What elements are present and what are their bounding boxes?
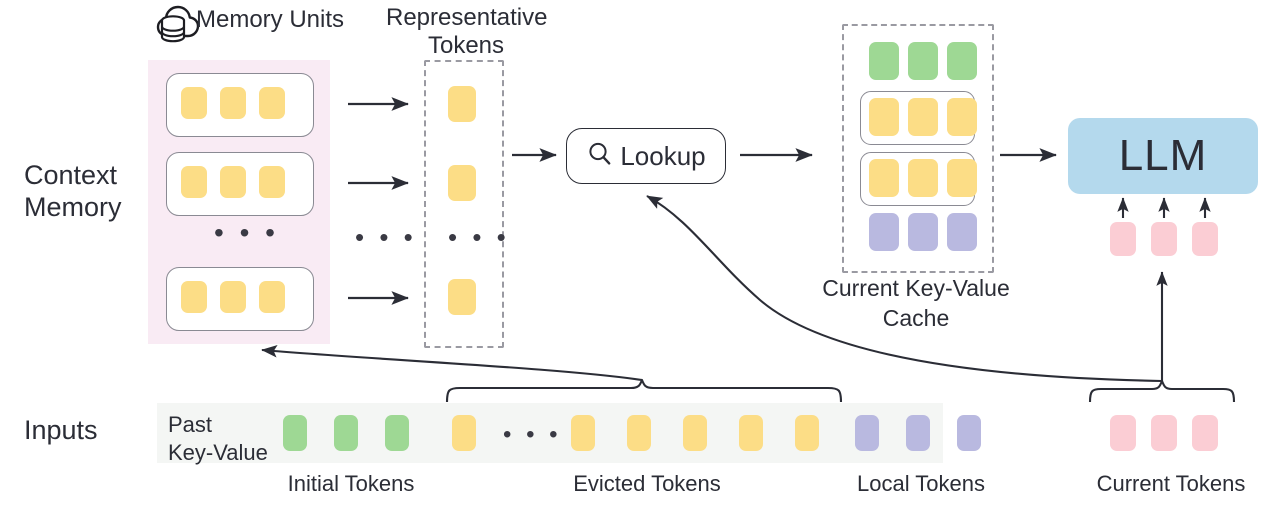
memory-token [181,87,207,119]
input-token-evicted [683,415,707,451]
kv-cache-row-local [869,213,977,251]
current-tokens-brace [1088,379,1236,403]
kv-token [947,159,977,197]
memory-token [259,166,285,198]
current-tokens-to-llm-arrows [1117,197,1211,218]
representative-token [448,165,476,201]
representative-tokens-label: Representative Tokens [386,4,548,60]
memory-token [259,281,285,313]
kv-token [908,42,938,80]
cloud-database-icon [155,2,201,46]
memory-token [220,87,246,119]
input-token-current [1192,415,1218,451]
group-label-current-tokens: Current Tokens [1096,471,1246,496]
kv-token [947,98,977,136]
memory-units-ellipsis: • • • [214,217,279,248]
memory-unit[interactable] [166,152,314,216]
input-token-evicted [452,415,476,451]
memory-unit[interactable] [166,73,314,137]
memory-token [220,281,246,313]
representative-tokens-box [424,60,504,348]
kv-cache-row-retrieved-2 [869,159,977,197]
representative-token [448,86,476,122]
inputs-label: Inputs [24,415,98,445]
input-token-current [1151,415,1177,451]
group-label-initial-tokens: Initial Tokens [287,471,415,496]
llm-box[interactable]: LLM [1068,118,1258,194]
llm-label: LLM [1118,131,1208,180]
kv-token [908,98,938,136]
input-token-local [855,415,879,451]
memory-token [259,87,285,119]
context-memory-label: Context Memory [24,160,122,222]
kv-token [908,159,938,197]
current-token-into-llm [1192,222,1218,256]
input-token-local [957,415,981,451]
lookup-button[interactable]: Lookup [566,128,726,184]
current-token-into-llm [1110,222,1136,256]
kv-token [947,213,977,251]
input-token-evicted [795,415,819,451]
memory-unit-tokens [181,166,285,198]
kv-token [947,42,977,80]
input-token-local [906,415,930,451]
representative-token [448,279,476,315]
memory-unit-tokens [181,281,285,313]
arrow-column-ellipsis: • • • [355,222,417,252]
group-label-evicted-tokens: Evicted Tokens [573,471,721,496]
kv-token [908,213,938,251]
kv-token [869,42,899,80]
input-token-initial [334,415,358,451]
kv-token [869,159,899,197]
memory-token [220,166,246,198]
memory-to-representative-arrows [348,97,409,305]
memory-unit-tokens [181,87,285,119]
representative-tokens-ellipsis: • • • [448,222,510,252]
memory-unit[interactable] [166,267,314,331]
memory-units-label: Memory Units [196,6,345,33]
evicted-to-context-memory-curve [261,344,643,382]
input-token-evicted [571,415,595,451]
kv-token [869,98,899,136]
kv-cache-row-retrieved-1 [869,98,977,136]
input-token-evicted [627,415,651,451]
lookup-label: Lookup [620,140,706,171]
current-kv-cache-label: Current Key-Value Cache [822,275,1010,331]
input-token-evicted [739,415,763,451]
input-token-initial [385,415,409,451]
input-token-current [1110,415,1136,451]
kv-token [869,213,899,251]
search-icon [586,140,614,173]
inputs-ellipsis: • • • [503,421,562,448]
evicted-tokens-brace [445,378,843,403]
kv-cache-row-initial [869,42,977,80]
current-token-into-llm [1151,222,1177,256]
group-label-local-tokens: Local Tokens [856,471,985,496]
input-token-initial [283,415,307,451]
memory-token [181,166,207,198]
memory-token [181,281,207,313]
past-key-value-label: Past Key-Value [168,412,268,465]
